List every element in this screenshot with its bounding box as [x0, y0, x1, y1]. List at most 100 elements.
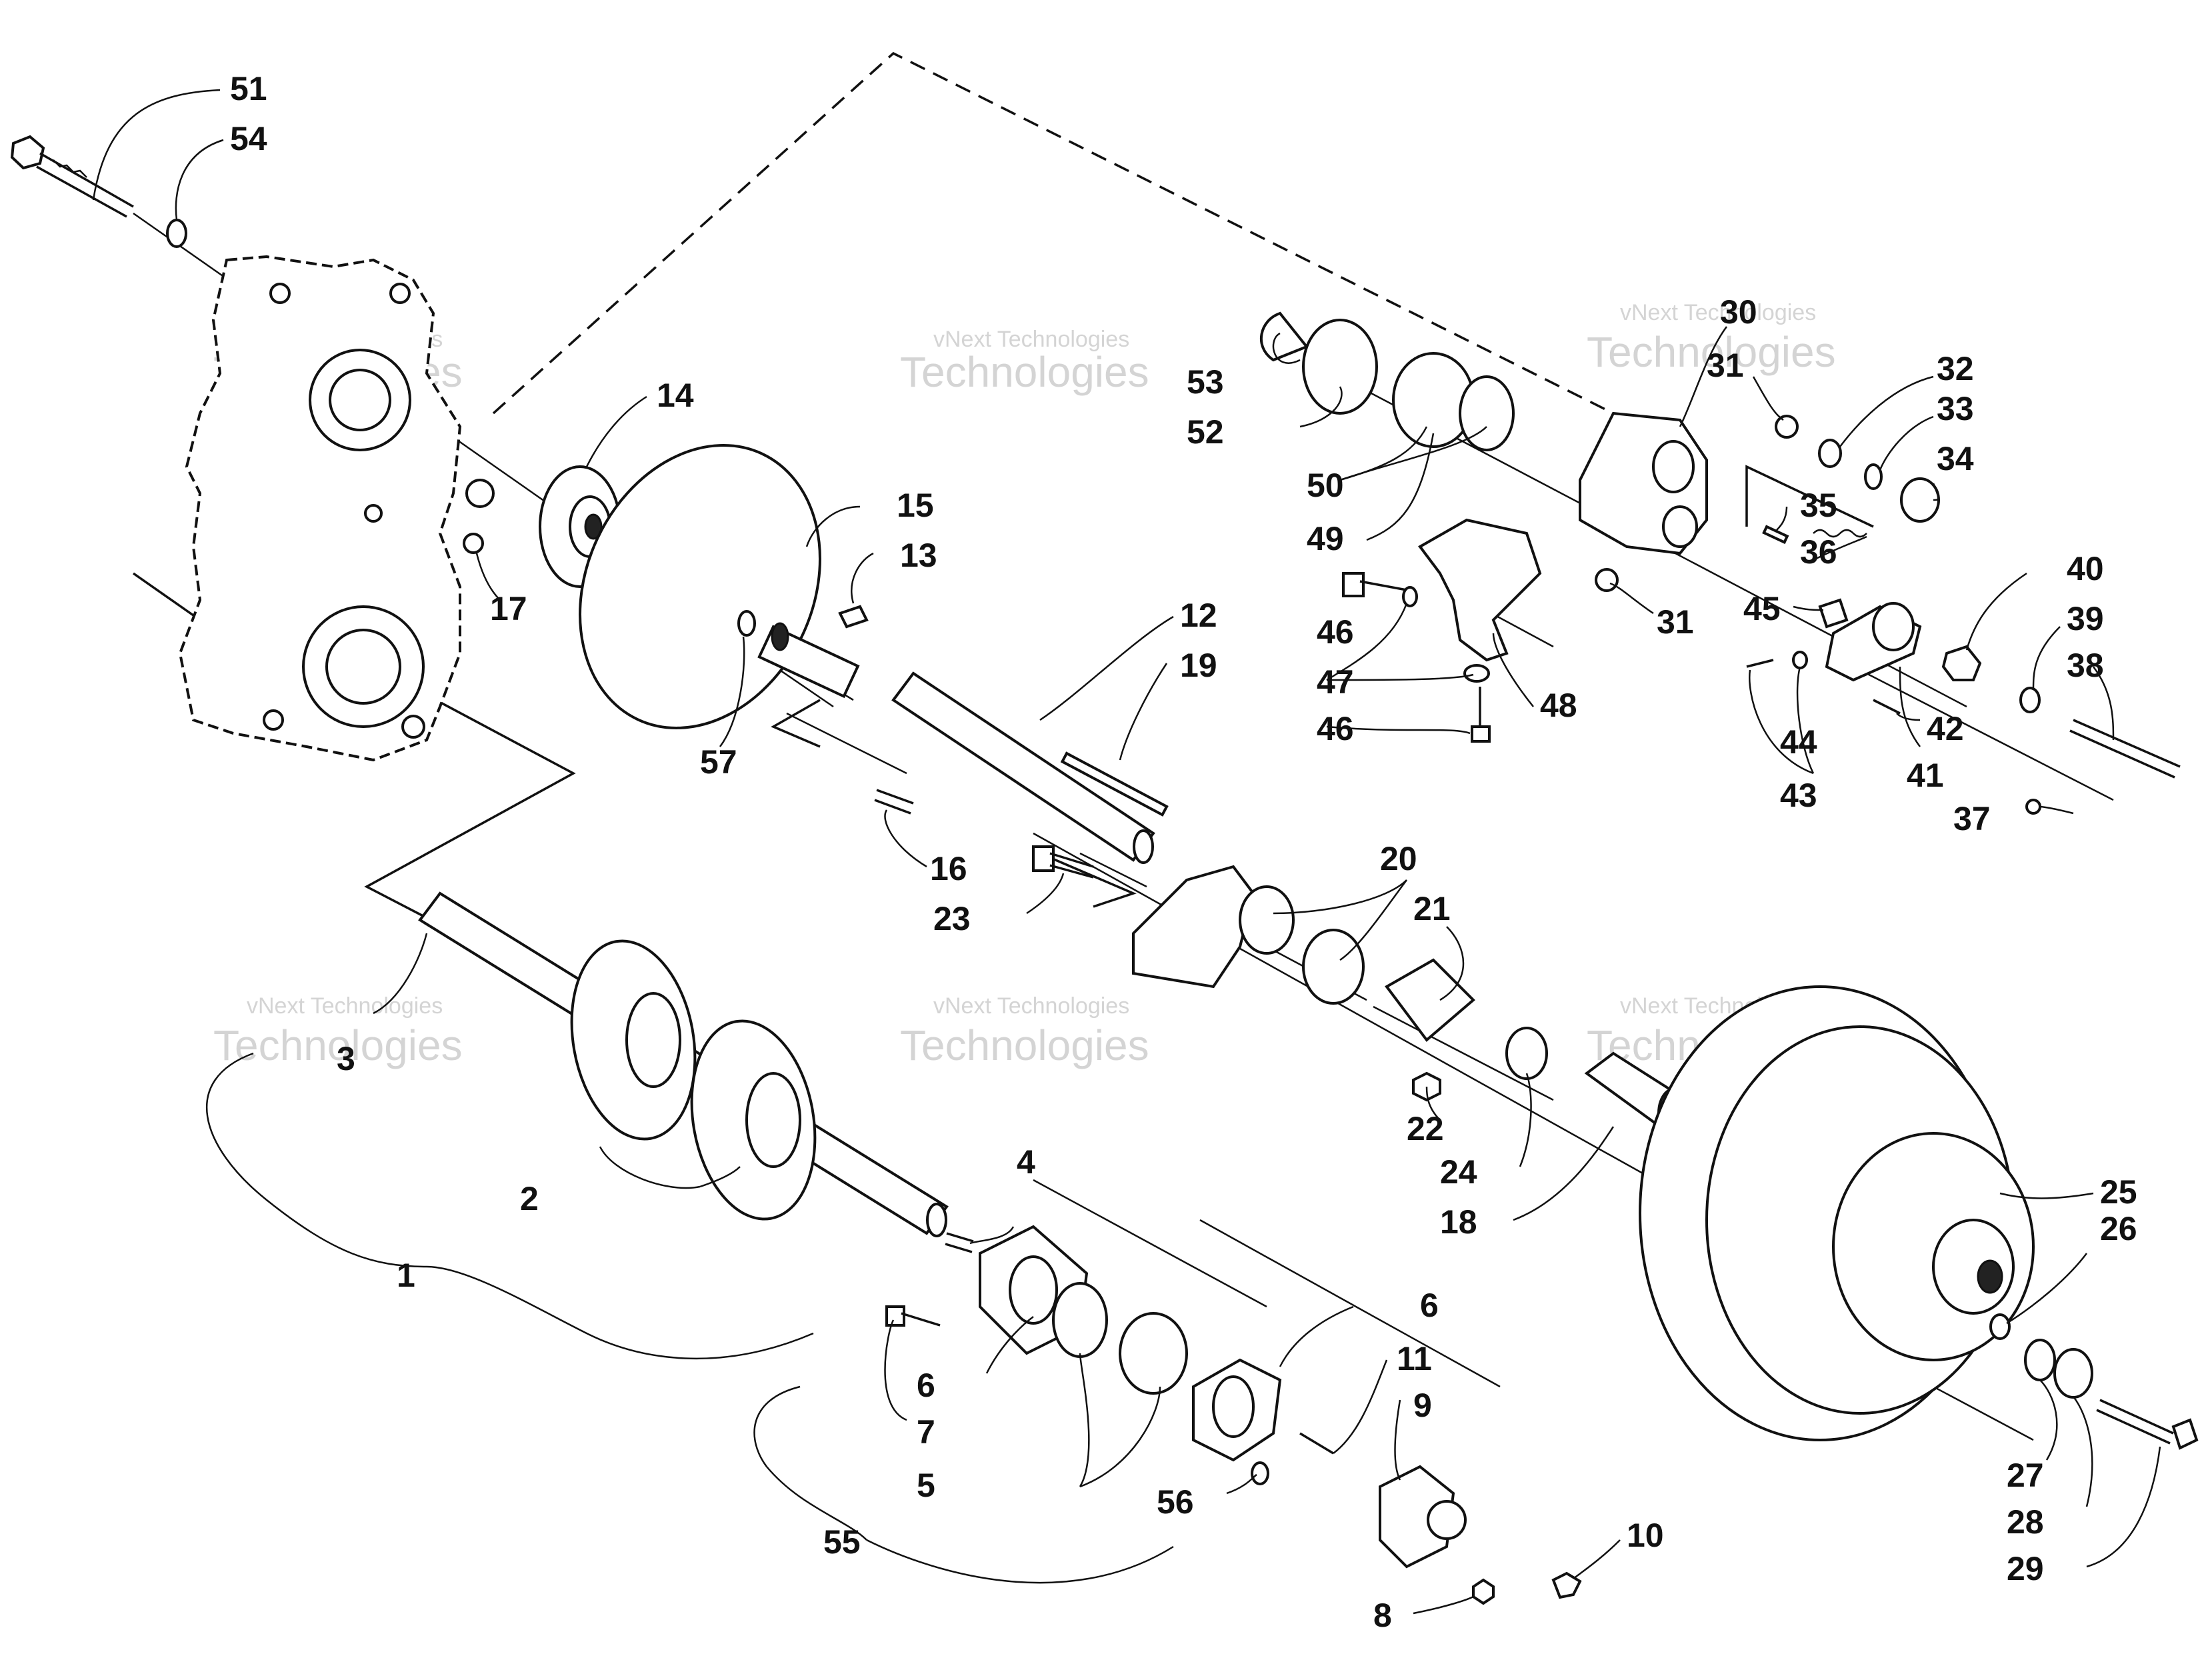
pin-35	[1762, 525, 1789, 545]
watermark-text: vNext Technologies	[247, 993, 443, 1019]
part-label-5: 5	[917, 1467, 935, 1504]
watermarks: vNext Technologies Technologies vNext Te…	[213, 300, 1836, 1069]
part-label-34: 34	[1937, 440, 1974, 477]
part-label-39: 39	[2067, 600, 2104, 637]
jackshaft-12	[891, 671, 1155, 864]
brake-disc-52	[1302, 319, 1378, 415]
part-label-40: 40	[2067, 550, 2104, 587]
part-label-52: 52	[1187, 413, 1224, 451]
bearing-flange-6a-bore	[1009, 1255, 1058, 1325]
part-label-24: 24	[1440, 1153, 1477, 1191]
bracket-45	[1818, 598, 1849, 629]
mount-plate	[1132, 865, 1255, 989]
part-label-15: 15	[897, 487, 934, 524]
part-label-20: 20	[1380, 840, 1417, 877]
washer-54	[166, 219, 187, 248]
watermark-text: Technologies	[900, 348, 1149, 396]
part-label-30: 30	[1720, 293, 1757, 331]
part-label-48: 48	[1540, 687, 1577, 724]
part-label-31-bottom: 31	[1657, 603, 1694, 641]
brake-lever-42	[1825, 602, 1922, 682]
washer-24	[1505, 1027, 1548, 1080]
splined-hub	[757, 622, 860, 699]
part-label-27: 27	[2007, 1457, 2044, 1494]
part-label-12: 12	[1180, 597, 1217, 634]
watermark-text: vNext Technologies	[933, 327, 1129, 352]
drive-sprocket-2b	[690, 1019, 817, 1221]
nut-17	[463, 533, 484, 554]
bolt-7	[885, 1305, 941, 1327]
part-label-16: 16	[930, 850, 967, 887]
flange-21	[1385, 958, 1475, 1042]
bolt-16	[874, 789, 914, 815]
ball-31a	[1775, 415, 1799, 439]
part-label-18: 18	[1440, 1203, 1477, 1241]
part-label-9: 9	[1413, 1387, 1432, 1424]
part-label-2: 2	[520, 1180, 539, 1217]
part-label-17: 17	[490, 590, 527, 627]
part-label-35: 35	[1800, 487, 1837, 524]
part-label-56: 56	[1157, 1483, 1194, 1521]
part-label-33: 33	[1937, 390, 1974, 427]
part-label-46-bottom: 46	[1317, 710, 1354, 747]
part-label-10: 10	[1627, 1517, 1664, 1554]
part-label-13: 13	[900, 537, 937, 574]
bearing-20b	[1302, 929, 1365, 1005]
part-number-labels: 51 54 14 17 15 13 12 19 57 16 23 20 21 2…	[230, 70, 2137, 1634]
spring-32	[1818, 439, 1842, 468]
part-label-8: 8	[1373, 1597, 1392, 1634]
bolt-46a	[1342, 572, 1407, 597]
part-label-6-left: 6	[917, 1367, 935, 1404]
watermark-text: Technologies	[900, 1021, 1149, 1069]
brake-pad-50	[1459, 375, 1515, 451]
part-label-36: 36	[1800, 533, 1837, 571]
part-label-29: 29	[2007, 1550, 2044, 1587]
spring-36	[1813, 529, 1867, 538]
part-label-23: 23	[933, 900, 971, 937]
key-13	[838, 605, 869, 629]
watermark-text: Technologies	[213, 1021, 463, 1069]
part-label-4: 4	[1017, 1143, 1035, 1181]
bolt-4	[945, 1232, 974, 1253]
part-label-32: 32	[1937, 350, 1974, 387]
washer-44	[1792, 651, 1808, 669]
part-label-26: 26	[2100, 1210, 2137, 1247]
part-label-49: 49	[1307, 520, 1344, 557]
bolt-51	[10, 135, 134, 218]
cotter-pin-43	[1746, 659, 1774, 668]
washer-47a	[1402, 586, 1418, 607]
part-label-42: 42	[1927, 710, 1964, 747]
rod-38	[2069, 719, 2181, 779]
washer-56	[1251, 1461, 1269, 1485]
washer-28	[2053, 1348, 2093, 1399]
part-label-50: 50	[1307, 467, 1344, 504]
washer-57	[737, 610, 756, 637]
nut-8	[1472, 1578, 1495, 1605]
brake-pad-53	[1260, 311, 1309, 362]
part-label-46-top: 46	[1317, 613, 1354, 651]
watermark-text: vNext Technologies	[933, 993, 1129, 1019]
part-label-43: 43	[1780, 777, 1817, 814]
bolt-29	[2096, 1399, 2199, 1450]
part-label-11: 11	[1397, 1340, 1432, 1377]
part-label-55: 55	[823, 1523, 861, 1561]
driven-clutch-25	[1639, 985, 2035, 1441]
part-label-51: 51	[230, 70, 267, 107]
part-label-37: 37	[1953, 800, 1991, 837]
part-label-38: 38	[2067, 647, 2104, 684]
leader-lines	[92, 89, 2161, 1615]
part-label-19: 19	[1180, 647, 1217, 684]
brake-caliper-30	[1579, 411, 1708, 555]
part-label-25: 25	[2100, 1173, 2137, 1211]
watermark-text: vNext Technologies	[1620, 300, 1816, 325]
part-label-1: 1	[397, 1257, 415, 1294]
part-label-6-right: 6	[1420, 1287, 1439, 1324]
washer-27	[2024, 1339, 2056, 1381]
washer-26	[1989, 1313, 2011, 1340]
chaincase-housing	[178, 255, 495, 762]
bolt-23	[1032, 845, 1094, 879]
part-label-44: 44	[1780, 723, 1817, 761]
part-label-57: 57	[700, 743, 737, 781]
fitting-11	[1299, 1432, 1334, 1455]
